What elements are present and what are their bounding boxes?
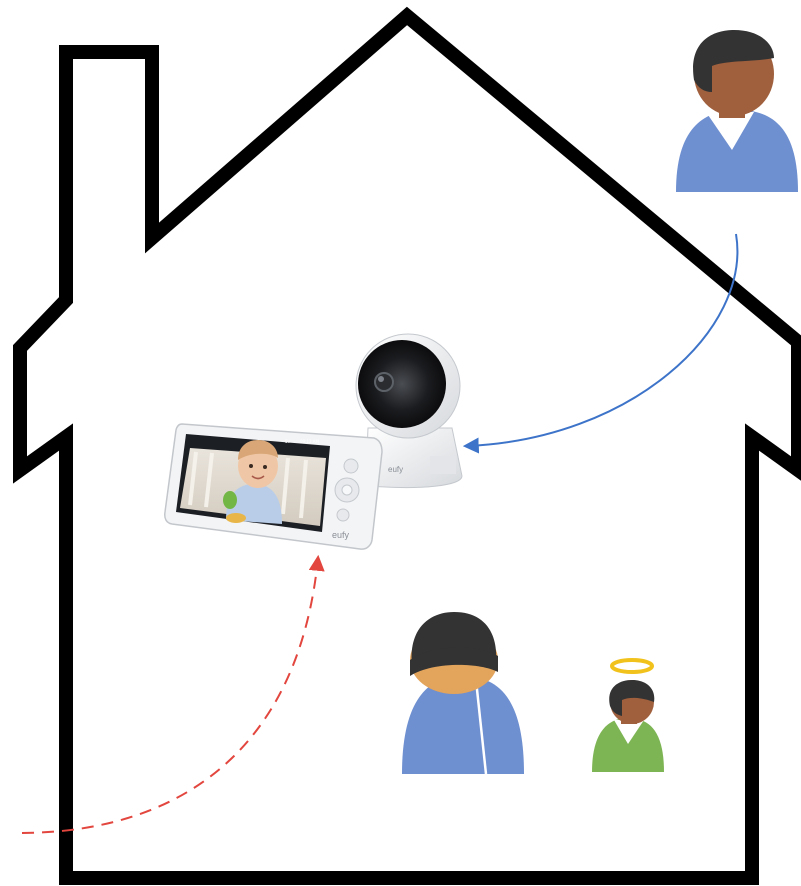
angel-child-icon xyxy=(592,658,664,772)
monitor-brand-label: eufy xyxy=(332,530,350,540)
baby-monitor: 09:12 AM 5V eufy xyxy=(164,423,383,550)
status-signal: 5V xyxy=(285,439,291,444)
attack-arrow xyxy=(21,554,325,834)
baby-image xyxy=(223,440,282,524)
halo-icon xyxy=(610,658,654,674)
baby-camera: eufy xyxy=(355,333,463,489)
monitor-bottom-button xyxy=(336,508,350,522)
house-outline xyxy=(13,6,801,885)
status-time: 09:12 AM xyxy=(300,439,320,444)
monitor-top-button xyxy=(343,458,359,474)
camera-brand-label: eufy xyxy=(388,465,403,474)
remote-access-arrow xyxy=(462,233,739,454)
beanie-person-icon xyxy=(402,612,524,775)
remote-parent-icon xyxy=(676,30,798,192)
